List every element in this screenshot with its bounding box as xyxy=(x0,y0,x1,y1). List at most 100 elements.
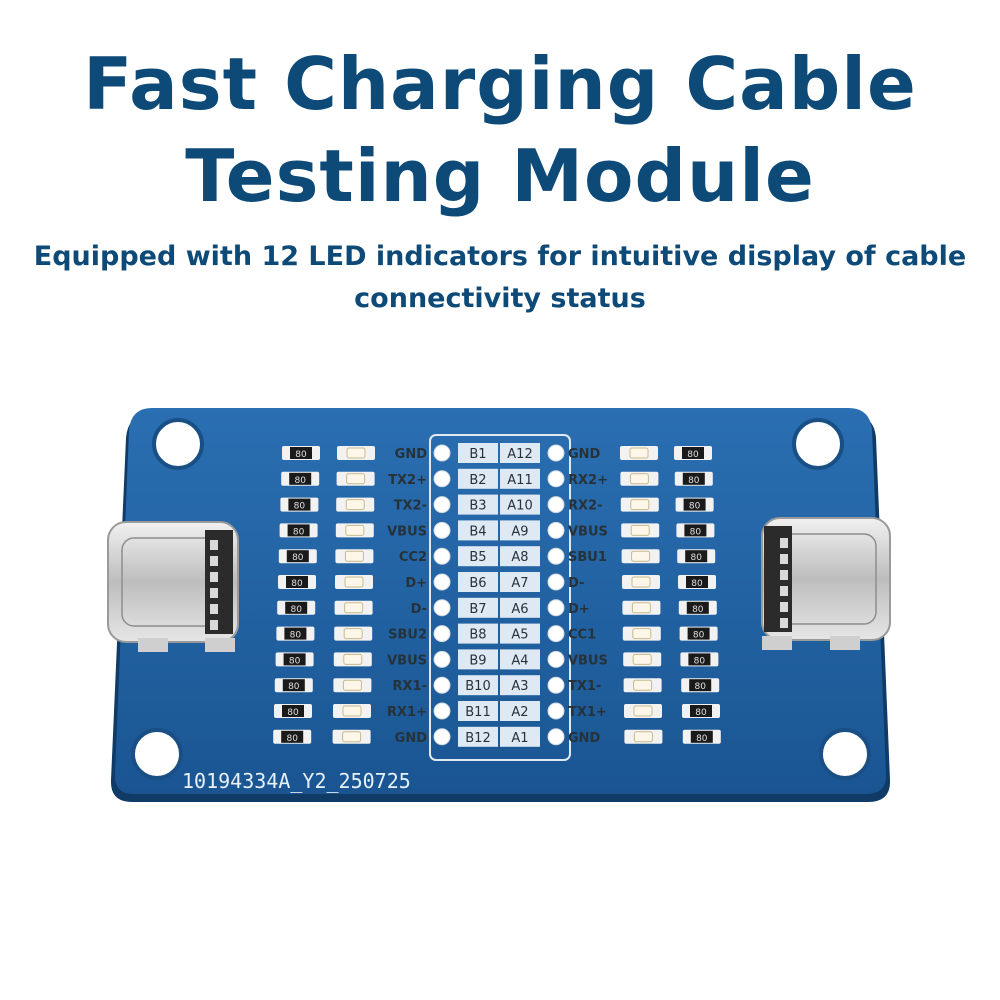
right-resistor-3-body xyxy=(683,498,706,511)
left-via-1 xyxy=(433,444,451,462)
left-resistor-8-code: 80 xyxy=(290,631,302,641)
b-pin-box-10 xyxy=(458,675,498,696)
right-pin-label-12: GND xyxy=(568,731,601,746)
right-pin-label-7: D+ xyxy=(568,602,590,617)
b-pin-label-5: B5 xyxy=(469,550,486,565)
b-pin-box-8 xyxy=(458,623,498,644)
right-via-7 xyxy=(547,599,565,617)
headline-line-1: Fast Charging Cable xyxy=(83,42,917,126)
left-resistor-9-code: 80 xyxy=(289,656,301,666)
left-pin-label-3: TX2- xyxy=(394,499,427,514)
right-resistor-2-body xyxy=(682,472,705,485)
right-resistor-7-body xyxy=(686,601,709,614)
right-resistor-11-code: 80 xyxy=(695,708,707,718)
right-via-3 xyxy=(547,496,565,514)
right-led-12-body xyxy=(633,731,653,743)
left-resistor-11-body xyxy=(282,705,304,717)
b-pin-label-8: B8 xyxy=(469,628,486,643)
right-resistor-11-body xyxy=(690,705,712,717)
headline-line-2: Testing Module xyxy=(185,134,815,218)
left-led-5-body xyxy=(344,550,364,562)
right-resistor-12-body xyxy=(690,730,713,743)
b-pin-box-9 xyxy=(458,649,498,670)
left-via-9 xyxy=(433,650,451,668)
left-pin-label-12: GND xyxy=(395,731,428,746)
pin-header-outline xyxy=(429,434,571,761)
left-resistor-10-code: 80 xyxy=(288,682,300,692)
right-led-4-body xyxy=(630,524,650,536)
b-pin-box-2 xyxy=(458,468,498,489)
left-led-7-body xyxy=(344,602,364,614)
left-pin-label-1: GND xyxy=(395,447,428,462)
left-pin-label-10: RX1- xyxy=(393,679,427,694)
a-pin-label-4: A9 xyxy=(511,524,528,539)
right-led-10-body xyxy=(633,679,653,691)
b-pin-box-6 xyxy=(458,572,498,592)
right-via-9 xyxy=(547,650,565,668)
right-led-6-body xyxy=(631,576,651,588)
b-pin-box-4 xyxy=(458,520,498,541)
left-via-11 xyxy=(433,702,451,720)
left-via-2 xyxy=(433,470,451,488)
right-via-11 xyxy=(547,702,565,720)
b-pin-box-1 xyxy=(458,443,498,463)
left-resistor-7-body xyxy=(285,601,308,614)
left-resistor-1-body xyxy=(290,447,312,459)
left-pin-label-7: D- xyxy=(411,602,427,617)
left-resistor-3-code: 80 xyxy=(294,502,306,512)
right-resistor-12-code: 80 xyxy=(696,734,708,744)
subtitle-line-2: connectivity status xyxy=(354,283,646,314)
usb-c-connector-right xyxy=(761,517,891,650)
left-pin-label-9: VBUS xyxy=(387,653,427,668)
b-pin-label-2: B2 xyxy=(469,473,486,488)
right-resistor-5-code: 80 xyxy=(690,553,702,563)
right-resistor-1-body xyxy=(682,447,704,459)
b-pin-label-3: B3 xyxy=(469,499,486,514)
b-pin-label-7: B7 xyxy=(469,602,486,617)
right-pin-label-11: TX1+ xyxy=(568,705,607,720)
left-pin-label-5: CC2 xyxy=(399,550,427,565)
a-pin-box-9 xyxy=(500,649,540,670)
right-via-2 xyxy=(547,470,565,488)
right-pin-label-6: D- xyxy=(568,576,584,591)
left-led-4-body xyxy=(345,524,365,536)
b-pin-label-9: B9 xyxy=(469,653,486,668)
a-pin-label-12: A1 xyxy=(511,731,528,746)
a-pin-label-5: A8 xyxy=(511,550,528,565)
left-led-2-body xyxy=(346,473,366,485)
left-pin-label-6: D+ xyxy=(405,576,427,591)
left-resistor-2-body xyxy=(289,472,312,485)
right-led-3-body xyxy=(630,499,650,511)
a-pin-box-2 xyxy=(500,468,540,489)
left-via-12 xyxy=(433,728,451,746)
right-led-5-body xyxy=(631,550,651,562)
right-resistor-8-body xyxy=(687,627,710,640)
a-pin-box-10 xyxy=(500,675,540,696)
left-led-9-body xyxy=(343,653,363,665)
a-pin-box-4 xyxy=(500,520,540,541)
a-pin-box-8 xyxy=(500,623,540,644)
a-pin-label-11: A2 xyxy=(511,705,528,720)
usb-c-connector-left xyxy=(107,521,239,652)
left-resistor-3-body xyxy=(288,498,311,511)
right-pin-label-2: RX2+ xyxy=(568,473,608,488)
right-resistor-6-body xyxy=(686,576,708,588)
left-resistor-11-code: 80 xyxy=(287,708,299,718)
left-via-4 xyxy=(433,521,451,539)
right-resistor-9-body xyxy=(688,653,711,666)
left-via-7 xyxy=(433,599,451,617)
left-resistor-8-body xyxy=(284,627,307,640)
right-led-1-body xyxy=(629,447,649,459)
right-via-4 xyxy=(547,521,565,539)
left-pin-label-4: VBUS xyxy=(387,524,427,539)
a-pin-label-8: A5 xyxy=(511,628,528,643)
right-resistor-9-code: 80 xyxy=(694,656,706,666)
right-pin-label-10: TX1- xyxy=(568,679,601,694)
right-resistor-3-code: 80 xyxy=(689,502,701,512)
right-pin-label-9: VBUS xyxy=(568,653,608,668)
right-pin-label-3: RX2- xyxy=(568,499,602,514)
a-pin-label-3: A10 xyxy=(507,499,532,514)
a-pin-label-9: A4 xyxy=(511,653,528,668)
right-resistor-6-code: 80 xyxy=(691,579,703,589)
